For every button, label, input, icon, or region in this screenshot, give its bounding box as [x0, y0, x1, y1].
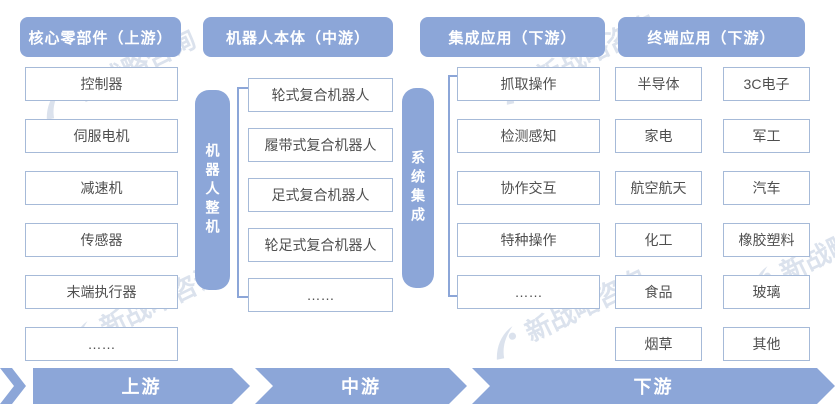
terminal-item-box: 食品	[615, 275, 702, 309]
terminal-item-box: 半导体	[615, 67, 702, 101]
core-item-box: 控制器	[25, 67, 178, 101]
integration-group-bracket	[448, 75, 457, 297]
body-item-box: 轮足式复合机器人	[248, 228, 393, 262]
body-item-box: 足式复合机器人	[248, 178, 393, 212]
core-item-box: 传感器	[25, 223, 178, 257]
integration-item-box: 特种操作	[457, 223, 600, 257]
terminal-item-box: 其他	[723, 327, 810, 361]
terminal-item-box: 航空航天	[615, 171, 702, 205]
system-integration-label: 系统集成	[410, 150, 426, 226]
system-integration-bar: 系统集成	[402, 88, 434, 288]
header-terminal-apps: 终端应用（下游）	[618, 17, 805, 57]
robot-complete-machine-bar: 机器人整机	[195, 90, 230, 290]
body-item-box: ……	[248, 278, 393, 312]
header-core-components: 核心零部件（上游）	[20, 17, 181, 57]
body-item-box: 履带式复合机器人	[248, 128, 393, 162]
terminal-item-box: 家电	[615, 119, 702, 153]
header-robot-body: 机器人本体（中游）	[203, 17, 393, 57]
integration-item-box: ……	[457, 275, 600, 309]
banner-segment-downstream: 下游	[472, 368, 835, 404]
core-item-box: ……	[25, 327, 178, 361]
terminal-item-box: 橡胶塑料	[723, 223, 810, 257]
robot-body-group-bracket	[237, 87, 248, 298]
terminal-item-box: 3C电子	[723, 67, 810, 101]
banner-lead-chevron-icon	[0, 368, 26, 404]
terminal-item-box: 玻璃	[723, 275, 810, 309]
watermark-logo-icon	[496, 325, 516, 360]
robot-complete-machine-label: 机器人整机	[204, 142, 221, 238]
terminal-item-box: 汽车	[723, 171, 810, 205]
integration-item-box: 协作交互	[457, 171, 600, 205]
integration-item-box: 抓取操作	[457, 67, 600, 101]
core-item-box: 减速机	[25, 171, 178, 205]
body-item-box: 轮式复合机器人	[248, 78, 393, 112]
terminal-item-box: 烟草	[615, 327, 702, 361]
core-item-box: 末端执行器	[25, 275, 178, 309]
header-integrated-apps: 集成应用（下游）	[420, 17, 605, 57]
terminal-item-box: 军工	[723, 119, 810, 153]
core-item-box: 伺服电机	[25, 119, 178, 153]
banner-segment-midstream: 中游	[255, 368, 467, 404]
banner-segment-upstream: 上游	[33, 368, 250, 404]
terminal-item-box: 化工	[615, 223, 702, 257]
integration-item-box: 检测感知	[457, 119, 600, 153]
